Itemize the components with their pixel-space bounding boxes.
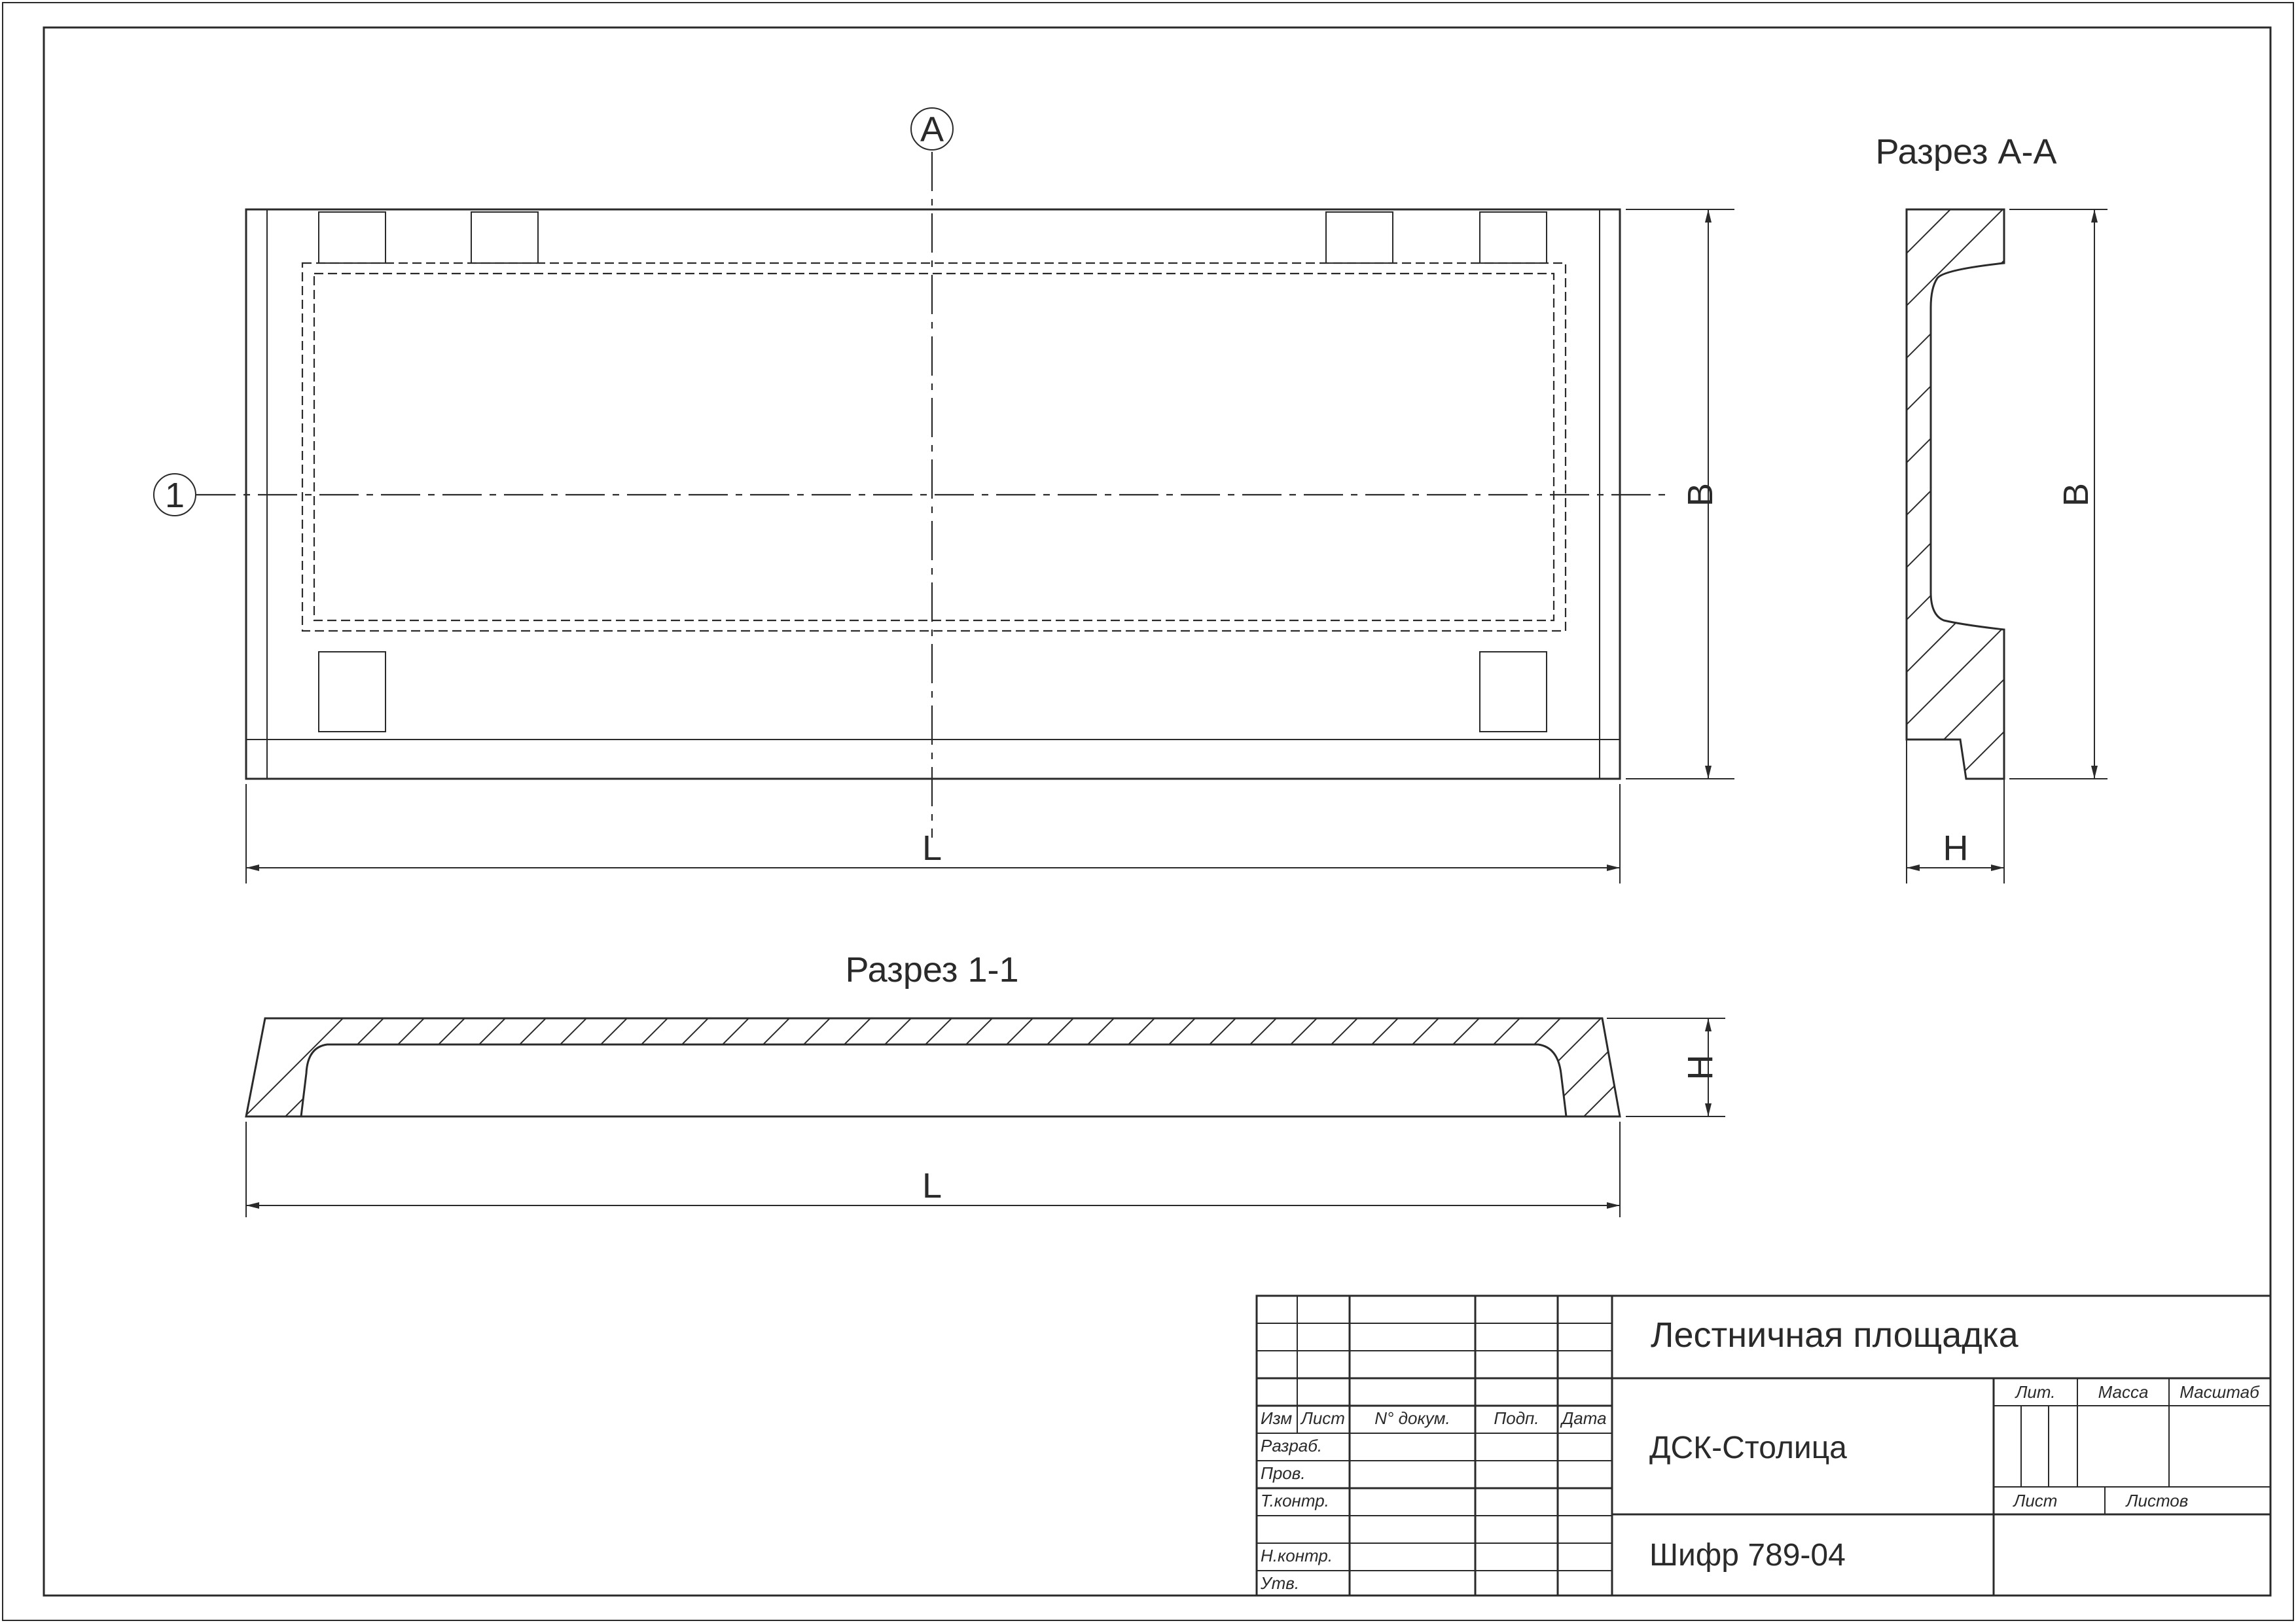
svg-text:H: H (1943, 829, 1969, 868)
inner-frame (43, 26, 2272, 1597)
header-ndoc: N° докум. (1374, 1408, 1450, 1428)
svg-text:B: B (2056, 483, 2096, 507)
plan-dimension-b: B (1626, 209, 1734, 779)
label-sheets: Листов (2125, 1491, 2189, 1510)
section-11-dimension-h: H (1607, 1018, 1725, 1117)
role-nkontr: Н.контр. (1261, 1546, 1333, 1565)
role-razrab: Разраб. (1261, 1436, 1322, 1455)
drawing-code: Шифр 789-04 (1649, 1538, 1846, 1573)
section-aa-title: Разрез А-А (1875, 132, 2056, 171)
header-izm: Изм (1261, 1408, 1292, 1428)
section-aa-dimension-b: B (2009, 209, 2108, 779)
section-aa-dimension-h: H (1907, 829, 2004, 871)
role-prov: Пров. (1261, 1463, 1306, 1483)
organization-name: ДСК-Столица (1649, 1431, 1847, 1465)
svg-text:1: 1 (165, 476, 185, 515)
svg-text:А: А (920, 110, 944, 149)
header-podp: Подп. (1494, 1408, 1539, 1428)
plan-view (196, 152, 1669, 838)
role-tkontr: Т.контр. (1261, 1491, 1329, 1510)
header-data: Дата (1560, 1408, 1607, 1428)
svg-text:B: B (1681, 483, 1720, 507)
section-11-dimension-l: L (245, 1122, 1621, 1217)
label-lit: Лит. (2015, 1382, 2056, 1402)
role-utv: Утв. (1260, 1573, 1299, 1593)
label-masshtab: Масштаб (2179, 1382, 2260, 1402)
section-11 (245, 1017, 1621, 1118)
plan-dimension-l: L (245, 784, 1621, 883)
drawing-name: Лестничная площадка (1651, 1315, 2019, 1355)
label-massa: Масса (2098, 1382, 2149, 1402)
section-marker-a: А (910, 107, 954, 151)
svg-text:L: L (922, 829, 942, 868)
label-sheet: Лист (2013, 1491, 2058, 1510)
section-aa (1905, 208, 2005, 883)
title-block: Изм Лист N° докум. Подп. Дата Разраб. Пр… (1255, 1294, 2272, 1597)
section-marker-1: 1 (153, 473, 196, 516)
svg-text:L: L (922, 1166, 942, 1205)
section-11-title: Разрез 1-1 (845, 950, 1018, 990)
svg-text:H: H (1681, 1055, 1720, 1080)
header-list: Лист (1300, 1408, 1345, 1428)
